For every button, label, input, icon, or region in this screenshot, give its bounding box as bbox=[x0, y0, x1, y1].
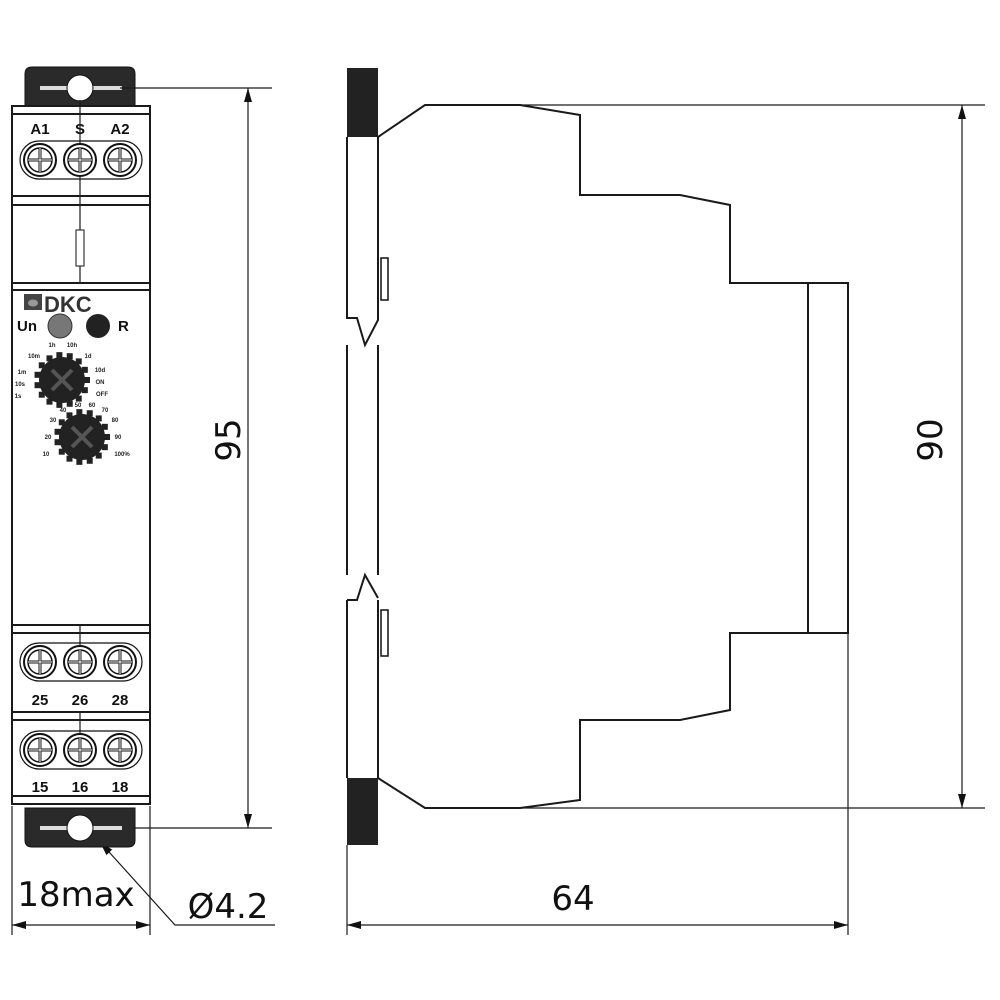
percent-dial[interactable] bbox=[54, 409, 110, 465]
slot-top bbox=[380, 257, 389, 301]
front-view: A1 S A2 25 26 28 15 16 18 DKC Un R 1s 10s 1m 10m 1h 1… bbox=[11, 66, 151, 805]
top-screw-A1 bbox=[23, 143, 57, 177]
dimension-hole: Ø4.2 bbox=[99, 841, 275, 927]
bottom-screw-18 bbox=[103, 733, 137, 767]
terminal-label: 25 bbox=[32, 692, 49, 709]
svg-text:64: 64 bbox=[551, 879, 594, 919]
dial-label: 10m bbox=[28, 354, 40, 360]
terminal-label: A1 bbox=[30, 121, 49, 138]
dial-label: 10d bbox=[95, 368, 106, 374]
terminal-label: 15 bbox=[32, 779, 49, 796]
mounting-hole-top bbox=[66, 74, 94, 102]
dial-label: 1d bbox=[84, 354, 91, 360]
bottom-clip bbox=[24, 807, 136, 848]
svg-text:95: 95 bbox=[209, 418, 249, 461]
dial-label: OFF bbox=[96, 392, 108, 398]
dial-label: 50 bbox=[75, 403, 82, 409]
dial-label: ON bbox=[96, 380, 105, 386]
dial-label: 60 bbox=[89, 403, 96, 409]
svg-text:DKC: DKC bbox=[44, 292, 92, 317]
terminal-label: S bbox=[75, 121, 85, 138]
side-view bbox=[346, 68, 849, 845]
time-range-dial[interactable] bbox=[34, 352, 90, 408]
dimension-95: 95 bbox=[120, 87, 272, 829]
din-clip-top bbox=[347, 68, 378, 137]
dkc-logo: DKC bbox=[24, 292, 92, 317]
bottom-screw-16 bbox=[63, 733, 97, 767]
dial-label: 10 bbox=[43, 452, 50, 458]
dial-label: 80 bbox=[112, 418, 119, 424]
mid-screw-28 bbox=[103, 645, 137, 679]
svg-text:90: 90 bbox=[911, 418, 951, 461]
fuse-symbol bbox=[75, 229, 85, 267]
mid-screw-25 bbox=[23, 645, 57, 679]
dial-label: 30 bbox=[50, 418, 57, 424]
dial-label: 70 bbox=[102, 408, 109, 414]
svg-text:Ø4.2: Ø4.2 bbox=[188, 887, 269, 927]
bottom-screw-15 bbox=[23, 733, 57, 767]
power-led bbox=[47, 313, 73, 339]
power-indicator-label: Un bbox=[17, 318, 37, 335]
dimension-90: 90 bbox=[425, 104, 985, 809]
dial-label: 90 bbox=[115, 435, 122, 441]
din-clip-bottom bbox=[347, 778, 378, 845]
dial-label: 100% bbox=[114, 452, 130, 458]
terminal-label: 16 bbox=[72, 779, 89, 796]
svg-text:18max: 18max bbox=[17, 875, 134, 915]
front-body bbox=[11, 105, 151, 805]
dial-label: 20 bbox=[45, 435, 52, 441]
terminal-label: 26 bbox=[72, 692, 89, 709]
dial-label: 40 bbox=[60, 408, 67, 414]
top-screw-A2 bbox=[103, 143, 137, 177]
top-screw-S bbox=[63, 143, 97, 177]
relay-indicator-label: R bbox=[118, 318, 129, 335]
dimension-64: 64 bbox=[346, 633, 849, 935]
terminal-label: 18 bbox=[112, 779, 129, 796]
dial-label: 10h bbox=[67, 343, 78, 349]
dial-label: 10s bbox=[15, 382, 26, 388]
relay-led bbox=[86, 314, 110, 338]
dial-label: 1s bbox=[15, 394, 22, 400]
dial-label: 1h bbox=[48, 343, 55, 349]
slot-bottom bbox=[380, 609, 389, 657]
side-profile bbox=[377, 104, 849, 809]
dimension-18max: 18max bbox=[11, 806, 151, 935]
dial-label: 1m bbox=[18, 370, 27, 376]
mid-screw-26 bbox=[63, 645, 97, 679]
terminal-label: A2 bbox=[110, 121, 129, 138]
mounting-hole-bottom bbox=[66, 814, 94, 842]
terminal-label: 28 bbox=[112, 692, 129, 709]
